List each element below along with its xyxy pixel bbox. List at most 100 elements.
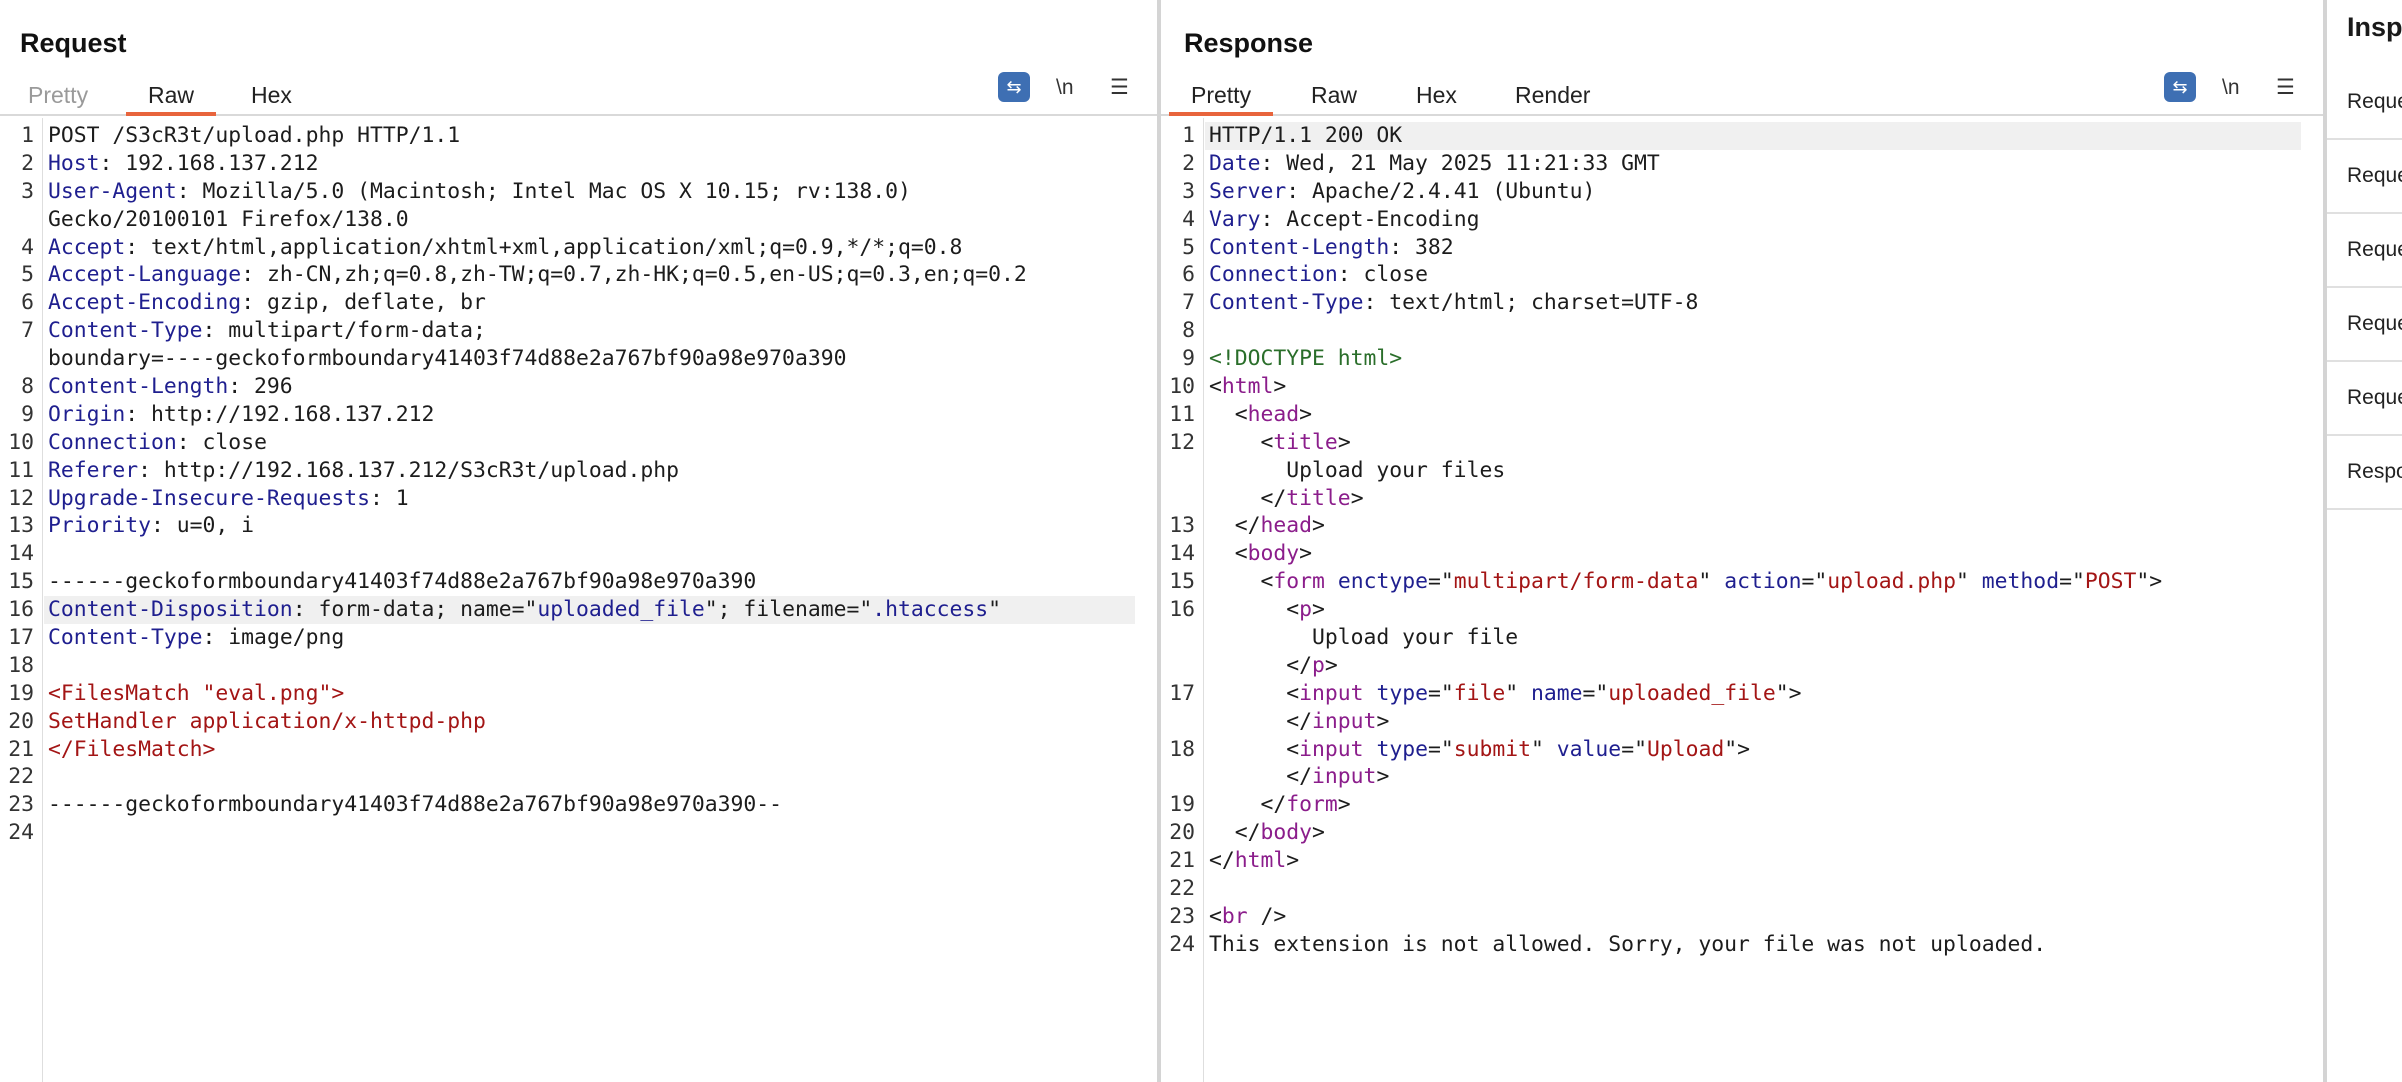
code-line[interactable]: 19<FilesMatch "eval.png"> bbox=[0, 680, 1157, 708]
code-line[interactable]: </input> bbox=[1161, 708, 2323, 736]
code-line[interactable]: 16 <p> bbox=[1161, 596, 2323, 624]
code-line[interactable]: 13 </head> bbox=[1161, 512, 2323, 540]
code-line[interactable]: 22 bbox=[0, 763, 1157, 791]
inspector-row-response-headers[interactable]: Response headers bbox=[2327, 436, 2402, 510]
code-line[interactable]: 18 bbox=[0, 652, 1157, 680]
code-line[interactable]: 22 bbox=[1161, 875, 2323, 903]
word-wrap-toggle-button[interactable]: ⇆ bbox=[998, 72, 1030, 102]
code-line[interactable]: </p> bbox=[1161, 652, 2323, 680]
inspector-row-request-attributes[interactable]: Request attributes bbox=[2327, 66, 2402, 140]
line-number: 22 bbox=[8, 764, 34, 790]
code-line[interactable]: 21</html> bbox=[1161, 847, 2323, 875]
response-tab-render[interactable]: Render bbox=[1515, 82, 1591, 108]
show-newlines-button[interactable]: \n bbox=[2222, 76, 2240, 99]
code-text: Accept-Language: zh-CN,zh;q=0.8,zh-TW;q=… bbox=[48, 262, 1027, 288]
line-number: 13 bbox=[1169, 513, 1195, 539]
code-line[interactable]: Gecko/20100101 Firefox/138.0 bbox=[0, 206, 1157, 234]
code-line[interactable]: 24 bbox=[0, 819, 1157, 847]
response-tab-pretty[interactable]: Pretty bbox=[1168, 78, 1274, 116]
request-menu-button[interactable]: ☰ bbox=[1110, 72, 1129, 104]
show-newlines-button[interactable]: \n bbox=[1056, 76, 1074, 99]
wrap-icon: ⇆ bbox=[2172, 77, 2188, 97]
code-text: Priority: u=0, i bbox=[48, 513, 255, 539]
pane-divider[interactable] bbox=[1157, 0, 1161, 1082]
code-text: boundary=----geckoformboundary41403f74d8… bbox=[48, 346, 847, 372]
code-line[interactable]: 23<br /> bbox=[1161, 903, 2323, 931]
line-number: 3 bbox=[21, 178, 34, 204]
code-line[interactable]: 23------geckoformboundary41403f74d88e2a7… bbox=[0, 791, 1157, 819]
line-number: 17 bbox=[8, 625, 34, 651]
code-line[interactable]: Upload your files bbox=[1161, 457, 2323, 485]
line-number: 20 bbox=[8, 708, 34, 734]
inspector-divider[interactable] bbox=[2323, 0, 2327, 1082]
line-number: 11 bbox=[1169, 401, 1195, 427]
code-line[interactable]: </title> bbox=[1161, 485, 2323, 513]
code-text: Referer: http://192.168.137.212/S3cR3t/u… bbox=[48, 457, 680, 483]
code-line[interactable]: boundary=----geckoformboundary41403f74d8… bbox=[0, 345, 1157, 373]
inspector-row-request-headers[interactable]: Request headers bbox=[2327, 362, 2402, 436]
request-tab-hex[interactable]: Hex bbox=[251, 82, 292, 108]
code-line[interactable]: 15------geckoformboundary41403f74d88e2a7… bbox=[0, 568, 1157, 596]
inspector-row-body-params[interactable]: Request body parameters bbox=[2327, 214, 2402, 288]
code-text: </input> bbox=[1209, 764, 1390, 790]
line-number: 15 bbox=[1169, 569, 1195, 595]
code-line[interactable]: 10<html> bbox=[1161, 373, 2323, 401]
code-text: <br /> bbox=[1209, 903, 1287, 929]
inspector-row-request-cookies[interactable]: Request cookies bbox=[2327, 288, 2402, 362]
code-line[interactable]: 15 <form enctype="multipart/form-data" a… bbox=[1161, 568, 2323, 596]
code-text: </title> bbox=[1209, 485, 1364, 511]
code-line[interactable]: 14 <body> bbox=[1161, 540, 2323, 568]
wrap-icon: ⇆ bbox=[1006, 77, 1022, 97]
word-wrap-toggle-button[interactable]: ⇆ bbox=[2164, 72, 2196, 102]
code-line[interactable]: Upload your file bbox=[1161, 624, 2323, 652]
code-line[interactable]: 12 <title> bbox=[1161, 429, 2323, 457]
response-menu-button[interactable]: ☰ bbox=[2276, 72, 2295, 104]
code-line[interactable]: 9<!DOCTYPE html> bbox=[1161, 345, 2323, 373]
request-tab-pretty[interactable]: Pretty bbox=[28, 82, 89, 108]
inspector-row-query-params[interactable]: Request query parameters bbox=[2327, 140, 2402, 214]
response-tab-hex[interactable]: Hex bbox=[1416, 82, 1457, 108]
line-number: 9 bbox=[21, 401, 34, 427]
code-line[interactable]: 14 bbox=[0, 540, 1157, 568]
code-line[interactable]: </input> bbox=[1161, 763, 2323, 791]
code-line[interactable]: 20 </body> bbox=[1161, 819, 2323, 847]
code-text: Connection: close bbox=[48, 429, 267, 455]
code-line[interactable]: 21</FilesMatch> bbox=[0, 736, 1157, 764]
line-number-gutter bbox=[0, 118, 43, 1082]
code-line[interactable]: 8 bbox=[1161, 317, 2323, 345]
response-tab-raw[interactable]: Raw bbox=[1311, 82, 1358, 108]
code-line[interactable]: 11 <head> bbox=[1161, 401, 2323, 429]
code-line[interactable]: 19 </form> bbox=[1161, 791, 2323, 819]
code-line[interactable]: 17 <input type="file" name="uploaded_fil… bbox=[1161, 680, 2323, 708]
code-line[interactable]: 18 <input type="submit" value="Upload"> bbox=[1161, 736, 2323, 764]
request-tab-raw[interactable]: Raw bbox=[125, 78, 217, 116]
line-number: 6 bbox=[1182, 262, 1195, 288]
